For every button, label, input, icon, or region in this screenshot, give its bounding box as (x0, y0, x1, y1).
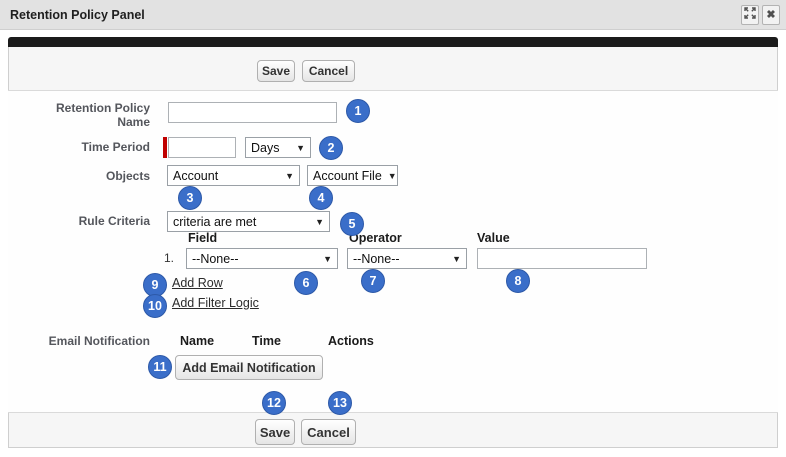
cancel-button-bottom[interactable]: Cancel (301, 419, 356, 445)
criteria-operator-value: --None-- (353, 251, 400, 266)
email-actions-column-header: Actions (328, 334, 374, 348)
criteria-value-input[interactable] (477, 248, 647, 269)
time-unit-select[interactable]: Days ▼ (245, 137, 311, 158)
step-badge-7: 7 (361, 269, 385, 293)
step-badge-9: 9 (143, 273, 167, 297)
object-primary-value: Account (173, 168, 219, 183)
criteria-row-index: 1. (164, 251, 175, 265)
step-badge-8: 8 (506, 269, 530, 293)
rule-criteria-select[interactable]: criteria are met ▼ (167, 211, 330, 232)
object-secondary-value: Account File (313, 168, 382, 183)
page-title: Retention Policy Panel (10, 7, 145, 22)
value-column-header: Value (477, 231, 510, 245)
chevron-down-icon: ▼ (323, 253, 332, 264)
expand-icon (744, 7, 756, 22)
retention-policy-name-label: Retention Policy Name (55, 101, 150, 129)
chevron-down-icon: ▼ (285, 170, 294, 181)
save-button-top[interactable]: Save (257, 60, 295, 82)
chevron-down-icon: ▼ (296, 142, 305, 153)
email-notification-label: Email Notification (48, 334, 150, 348)
add-row-link[interactable]: Add Row (172, 276, 223, 290)
step-badge-11: 11 (148, 355, 172, 379)
window-titlebar: Retention Policy Panel ✖ (0, 0, 786, 30)
save-button-bottom[interactable]: Save (255, 419, 295, 445)
step-badge-2: 2 (319, 136, 343, 160)
time-unit-value: Days (251, 140, 280, 155)
step-badge-5: 5 (340, 212, 364, 236)
step-badge-10: 10 (143, 294, 167, 318)
cancel-button-top[interactable]: Cancel (302, 60, 355, 82)
step-badge-13: 13 (328, 391, 352, 415)
step-badge-12: 12 (262, 391, 286, 415)
retention-policy-name-input[interactable] (168, 102, 337, 123)
chevron-down-icon: ▼ (387, 170, 397, 181)
chevron-down-icon: ▼ (315, 216, 324, 227)
email-time-column-header: Time (252, 334, 281, 348)
criteria-field-select[interactable]: --None-- ▼ (186, 248, 338, 269)
criteria-field-value: --None-- (192, 251, 239, 266)
rule-criteria-value: criteria are met (173, 214, 257, 229)
object-secondary-select[interactable]: Account File ▼ (307, 165, 398, 186)
add-filter-logic-link[interactable]: Add Filter Logic (172, 296, 259, 310)
close-icon: ✖ (766, 9, 776, 21)
expand-button[interactable] (741, 4, 759, 25)
add-email-notification-button[interactable]: Add Email Notification (175, 355, 323, 380)
step-badge-1: 1 (346, 99, 370, 123)
objects-label: Objects (105, 169, 150, 183)
time-period-label: Time Period (81, 140, 150, 154)
step-badge-4: 4 (309, 186, 333, 210)
object-primary-select[interactable]: Account ▼ (167, 165, 300, 186)
close-button[interactable]: ✖ (762, 4, 780, 25)
criteria-operator-select[interactable]: --None-- ▼ (347, 248, 467, 269)
field-column-header: Field (188, 231, 218, 245)
step-badge-3: 3 (178, 186, 202, 210)
chevron-down-icon: ▼ (452, 253, 461, 264)
required-indicator (163, 137, 167, 158)
operator-column-header: Operator (349, 231, 402, 245)
step-badge-6: 6 (294, 271, 318, 295)
rule-criteria-label: Rule Criteria (78, 214, 150, 228)
section-header-bar (8, 37, 778, 47)
email-name-column-header: Name (180, 334, 215, 348)
time-period-input[interactable] (168, 137, 236, 158)
